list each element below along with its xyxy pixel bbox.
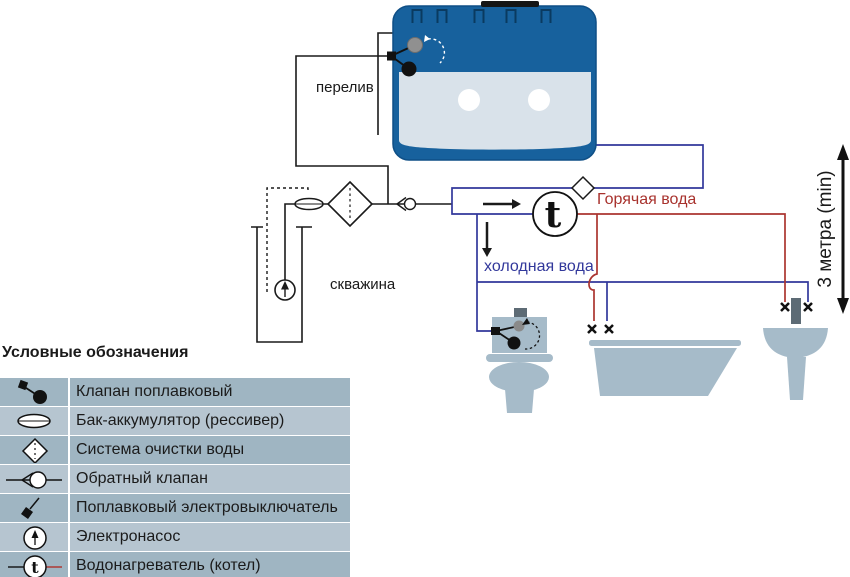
legend: Клапан поплавковый Бак-аккумулятор (ресс…	[0, 378, 350, 577]
toilet	[486, 308, 553, 413]
overflow-label: перелив	[316, 79, 374, 96]
flow-arrows	[482, 199, 521, 257]
float-valve-icon	[0, 378, 68, 406]
water-purifier-icon	[0, 436, 68, 464]
legend-item-label: Электронасос	[70, 523, 350, 551]
pump	[274, 279, 296, 301]
legend-row: t Водонагреватель (котел)	[0, 552, 350, 577]
well-walls	[251, 226, 312, 343]
check-valve-symbol	[396, 196, 417, 212]
cold-water-label: холодная вода	[484, 258, 594, 275]
tank-vents	[411, 9, 552, 23]
float-switch-icon	[0, 494, 68, 522]
accumulator-tank-icon	[0, 407, 68, 435]
svg-text:t: t	[31, 558, 39, 577]
legend-item-label: Система очистки воды	[70, 436, 350, 464]
sink	[763, 298, 828, 400]
hot-water-label: Горячая вода	[597, 191, 697, 208]
filter-symbol	[326, 180, 374, 228]
sink-faucet	[791, 298, 801, 324]
toilet-float-valve	[491, 318, 541, 350]
legend-title: Условные обозначения	[2, 344, 189, 361]
water-heater-icon: t	[0, 552, 68, 577]
legend-item-label: Поплавковый электровыключатель	[70, 494, 350, 522]
water-heater: t	[532, 191, 578, 237]
hot-water-pipes	[577, 213, 786, 321]
legend-item-label: Водонагреватель (котел)	[70, 552, 350, 577]
storage-tank	[387, 1, 597, 161]
legend-row: Бак-аккумулятор (рессивер)	[0, 407, 350, 435]
legend-row: Клапан поплавковый	[0, 378, 350, 406]
shutoff-marks	[587, 302, 813, 334]
supply-pipes	[251, 32, 452, 343]
legend-item-label: Бак-аккумулятор (рессивер)	[70, 407, 350, 435]
legend-row: Обратный клапан	[0, 465, 350, 493]
height-note-label: 3 метра (min)	[815, 170, 836, 288]
tank-feed-pipe	[295, 55, 391, 204]
accumulator-symbol	[294, 197, 324, 211]
tank-float-valve	[387, 35, 446, 77]
hot-outlet-valve	[570, 175, 596, 201]
height-arrow	[837, 144, 849, 314]
tank-handle	[481, 1, 539, 7]
legend-item-label: Обратный клапан	[70, 465, 350, 493]
check-valve-icon	[0, 465, 68, 493]
cold-water-pipes	[451, 144, 809, 332]
well-label: скважина	[330, 276, 396, 293]
legend-row: Поплавковый электровыключатель	[0, 494, 350, 522]
heater-symbol: t	[545, 194, 562, 236]
legend-item-label: Клапан поплавковый	[70, 378, 350, 406]
legend-row: Электронасос	[0, 523, 350, 551]
electric-pump-icon	[0, 523, 68, 551]
legend-row: Система очистки воды	[0, 436, 350, 464]
bathtub	[589, 340, 741, 396]
well-pipe	[284, 203, 452, 280]
